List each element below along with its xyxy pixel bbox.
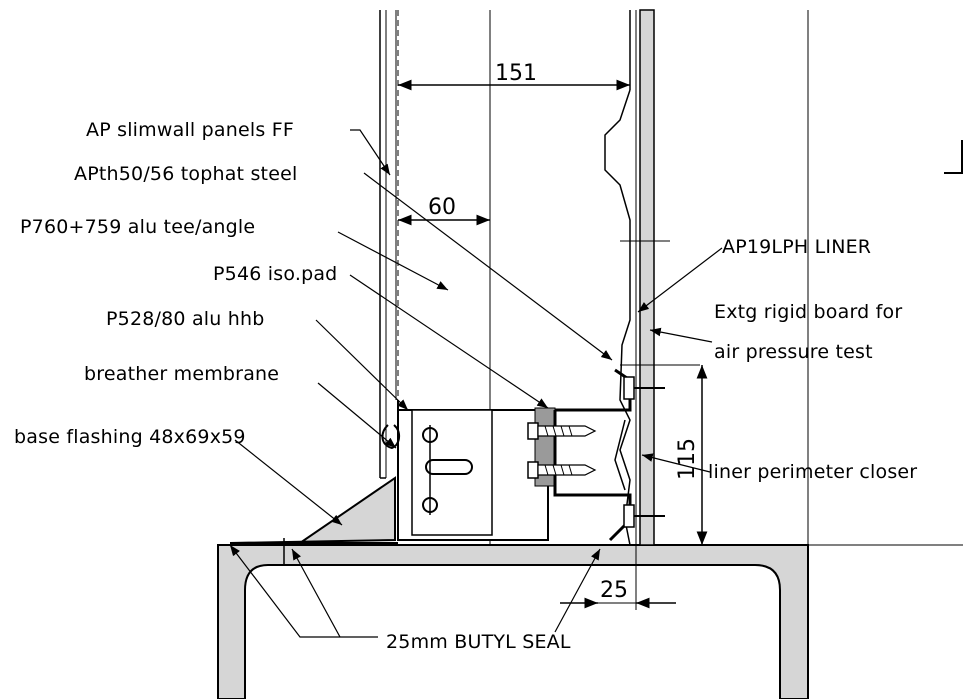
leader-lines [229, 129, 723, 638]
label-breather-membrane: breather membrane [84, 363, 279, 385]
label-rigid-board-1: Extg rigid board for [714, 301, 902, 323]
label-perimeter-closer: liner perimeter closer [708, 461, 917, 483]
dimension-115-text: 115 [675, 438, 700, 480]
dimension-60: 60 [398, 195, 490, 226]
dimension-151: 151 [398, 61, 630, 91]
dimension-115: 115 [675, 365, 708, 545]
tophat-web [614, 419, 626, 491]
dimension-151-text: 151 [495, 61, 537, 86]
base-channel [217, 544, 963, 699]
dimension-60-text: 60 [428, 195, 456, 220]
breather-membrane [381, 424, 400, 450]
label-slimwall-panels: AP slimwall panels FF [86, 119, 294, 141]
screw [527, 461, 597, 479]
label-butyl-seal: 25mm BUTYL SEAL [386, 631, 571, 653]
label-alu-hhb: P528/80 alu hhb [106, 308, 265, 330]
liner-panel [604, 9, 655, 546]
label-rigid-board-2: air pressure test [714, 341, 873, 363]
tophat-steel [553, 368, 632, 542]
slimwall-panel [379, 10, 399, 479]
label-tophat-steel: APth50/56 tophat steel [74, 163, 297, 185]
base-flashing [229, 476, 396, 544]
label-base-flashing: base flashing 48x69x59 [14, 426, 246, 448]
section-mark [944, 140, 963, 174]
label-alu-tee: P760+759 alu tee/angle [20, 216, 255, 238]
dimension-25: 25 [560, 545, 676, 610]
dimension-25-text: 25 [600, 578, 628, 603]
label-iso-pad: P546 iso.pad [213, 263, 337, 285]
screw [527, 422, 597, 440]
alu-bracket [397, 400, 549, 541]
liner-fixing [623, 376, 665, 528]
label-liner: AP19LPH LINER [722, 236, 871, 258]
